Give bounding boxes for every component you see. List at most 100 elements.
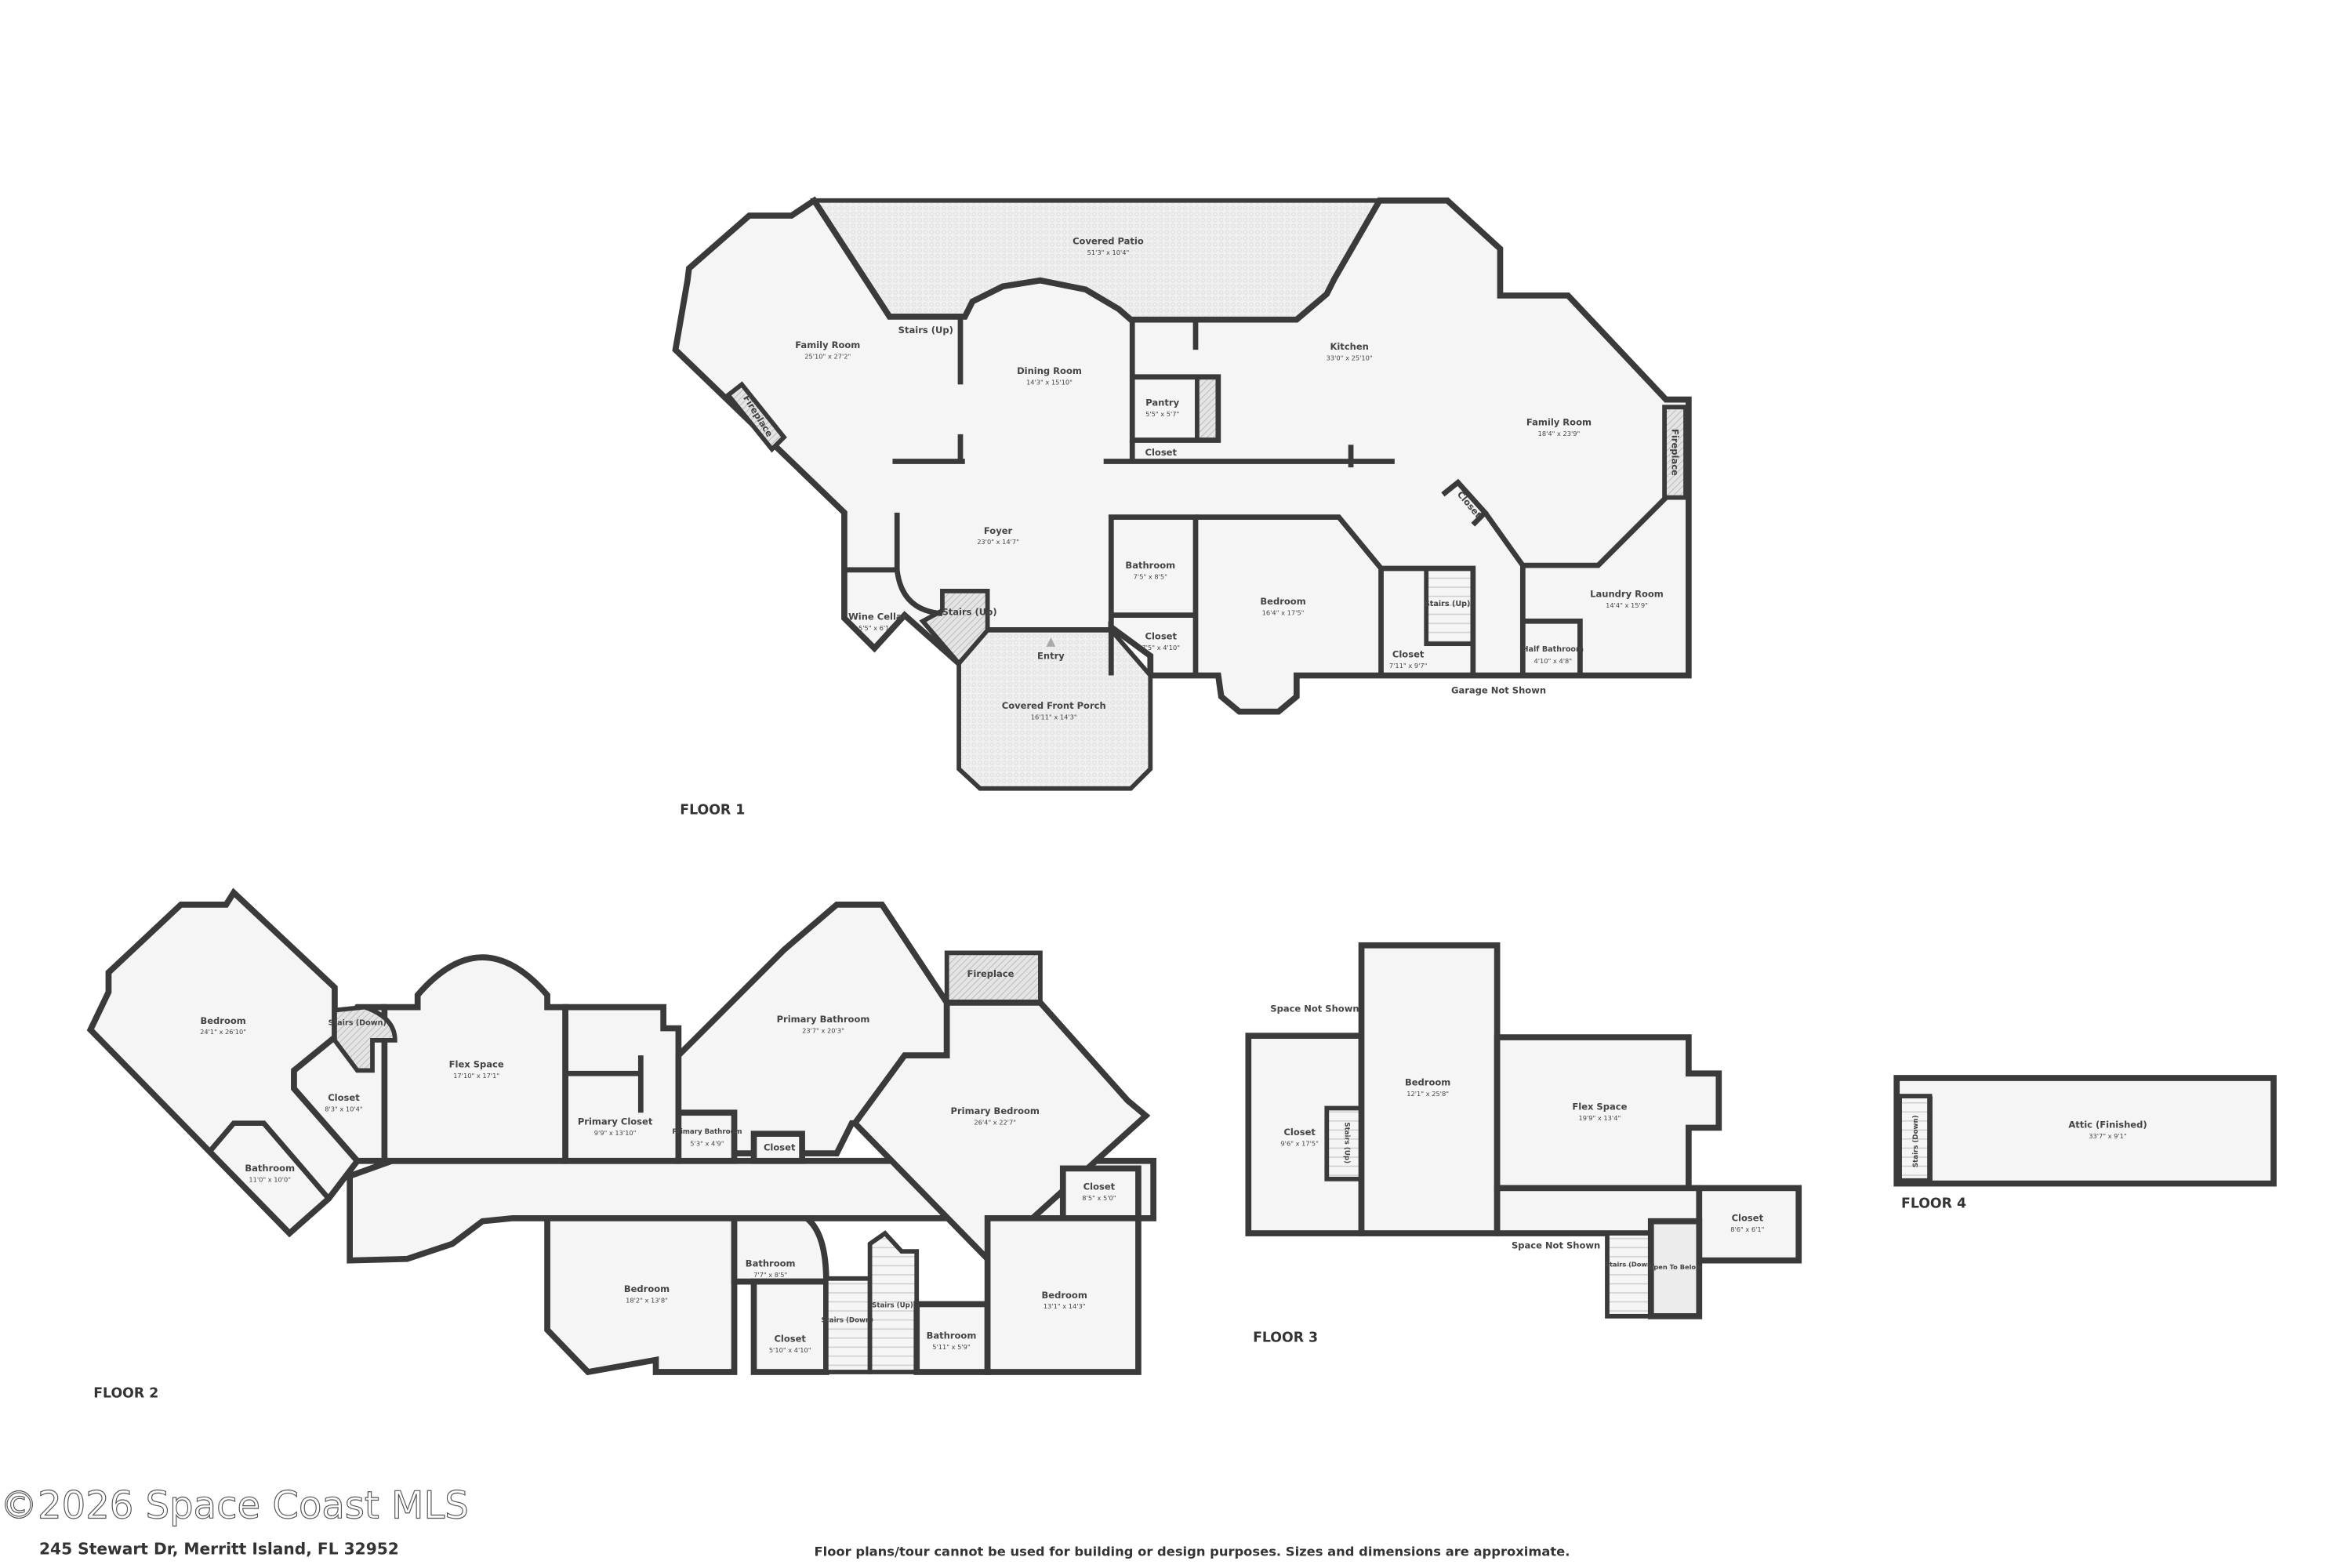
disclaimer: Floor plans/tour cannot be used for buil… bbox=[814, 1544, 1570, 1559]
room-label: Bathroom 11'0" x 10'0" bbox=[245, 1163, 295, 1183]
svg-text:33'0" x 25'10": 33'0" x 25'10" bbox=[1327, 354, 1373, 362]
floor-2-label: FLOOR 2 bbox=[93, 1386, 158, 1402]
svg-text:9'6" x 17'5": 9'6" x 17'5" bbox=[1280, 1140, 1318, 1148]
room-label: Stairs (Up) bbox=[1342, 1122, 1350, 1163]
floor-3-label: FLOOR 3 bbox=[1253, 1330, 1318, 1346]
svg-text:Bedroom: Bedroom bbox=[200, 1015, 245, 1026]
svg-text:25'10" x 27'2": 25'10" x 27'2" bbox=[804, 353, 851, 361]
floor-3: Space Not Shown Bedroom 12'1" x 25'8" Clo… bbox=[1245, 942, 1802, 1346]
svg-text:18'4" x 23'9": 18'4" x 23'9" bbox=[1538, 430, 1581, 437]
svg-text:7'5" x 8'5": 7'5" x 8'5" bbox=[1134, 572, 1167, 580]
room-label: Fireplace bbox=[1670, 429, 1681, 476]
svg-text:Bathroom: Bathroom bbox=[746, 1258, 796, 1269]
flex-space-floor-3 bbox=[1494, 1034, 1722, 1192]
triangle-entry-icon: ▲ bbox=[1046, 634, 1055, 648]
svg-text:17'10" x 17'1": 17'10" x 17'1" bbox=[453, 1072, 499, 1080]
svg-text:Attic (Finished): Attic (Finished) bbox=[2068, 1119, 2147, 1130]
svg-text:Bedroom: Bedroom bbox=[1260, 596, 1305, 607]
svg-text:Bedroom: Bedroom bbox=[1405, 1077, 1450, 1088]
open-to-below bbox=[1647, 1218, 1703, 1319]
room-label: Family Room 25'10" x 27'2" bbox=[795, 339, 860, 360]
svg-text:Closet: Closet bbox=[1083, 1181, 1116, 1192]
svg-text:Bathroom: Bathroom bbox=[245, 1163, 295, 1174]
svg-text:5'11" x 5'9": 5'11" x 5'9" bbox=[932, 1343, 971, 1351]
svg-text:Closet: Closet bbox=[1392, 648, 1425, 659]
svg-text:Family Room: Family Room bbox=[795, 339, 860, 350]
svg-text:5'10" x 4'10": 5'10" x 4'10" bbox=[769, 1346, 811, 1354]
room-label: Stairs (Up) bbox=[1425, 600, 1471, 608]
room-label: Stairs (Down) bbox=[328, 1019, 387, 1028]
room-label: Closet 8'3" x 10'4" bbox=[325, 1092, 363, 1112]
svg-text:Kitchen: Kitchen bbox=[1330, 341, 1368, 352]
svg-text:8'5" x 5'0": 8'5" x 5'0" bbox=[1082, 1194, 1116, 1202]
svg-text:16'4" x 17'5": 16'4" x 17'5" bbox=[1262, 609, 1305, 617]
room-label: Stairs (Up) bbox=[942, 607, 996, 618]
floor-4-label: FLOOR 4 bbox=[1901, 1196, 1966, 1211]
svg-text:Closet: Closet bbox=[328, 1092, 360, 1103]
svg-text:Wine Cellar: Wine Cellar bbox=[848, 611, 907, 622]
svg-text:13'1" x 14'3": 13'1" x 14'3" bbox=[1044, 1302, 1086, 1310]
svg-text:24'1" x 26'10": 24'1" x 26'10" bbox=[200, 1028, 246, 1036]
closet-hall bbox=[750, 1131, 805, 1164]
svg-text:Covered Front Porch: Covered Front Porch bbox=[1002, 700, 1106, 711]
svg-text:18'2" x 13'8": 18'2" x 13'8" bbox=[626, 1297, 668, 1305]
note-space-not-shown: Space Not Shown bbox=[1512, 1240, 1600, 1250]
svg-text:Family Room: Family Room bbox=[1526, 416, 1592, 427]
pantry-hatch bbox=[1195, 374, 1221, 443]
svg-text:23'7" x 20'3": 23'7" x 20'3" bbox=[802, 1026, 844, 1034]
svg-text:Closet: Closet bbox=[1732, 1213, 1764, 1224]
svg-text:Foyer: Foyer bbox=[984, 525, 1013, 536]
svg-text:33'7" x 9'1": 33'7" x 9'1" bbox=[2089, 1132, 2126, 1140]
svg-text:Flex Space: Flex Space bbox=[1572, 1101, 1627, 1112]
flex-space-room bbox=[381, 954, 568, 1164]
stairs-down-floor-3 bbox=[1605, 1231, 1653, 1319]
svg-text:Pantry: Pantry bbox=[1145, 397, 1179, 408]
svg-text:Laundry Room: Laundry Room bbox=[1590, 589, 1664, 600]
stairs-foyer bbox=[919, 588, 990, 667]
bedroom-south-east bbox=[984, 1215, 1142, 1375]
svg-text:Bathroom: Bathroom bbox=[1125, 560, 1175, 571]
svg-text:Primary Bedroom: Primary Bedroom bbox=[951, 1105, 1040, 1116]
floor-2: Bedroom 24'1" x 26'10" Stairs (Down) Flex… bbox=[86, 887, 1156, 1402]
room-label: Family Room 18'4" x 23'9" bbox=[1526, 416, 1592, 437]
svg-text:5'5" x 6'10": 5'5" x 6'10" bbox=[858, 624, 896, 632]
svg-text:Bedroom: Bedroom bbox=[1042, 1290, 1087, 1301]
svg-text:19'9" x 13'4": 19'9" x 13'4" bbox=[1579, 1114, 1621, 1122]
svg-text:11'0" x 10'0": 11'0" x 10'0" bbox=[249, 1176, 291, 1184]
bedroom-south-west bbox=[544, 1215, 738, 1376]
note-space-not-shown: Space Not Shown bbox=[1270, 1003, 1359, 1014]
room-label: Attic (Finished) 33'7" x 9'1" bbox=[2068, 1119, 2147, 1139]
room-label: Fireplace bbox=[967, 968, 1014, 979]
svg-text:8'6" x 6'1": 8'6" x 6'1" bbox=[1730, 1225, 1764, 1233]
svg-text:5'3" x 4'9": 5'3" x 4'9" bbox=[690, 1140, 724, 1148]
primary-bathroom-small bbox=[675, 1109, 738, 1164]
svg-text:8'3" x 10'4": 8'3" x 10'4" bbox=[325, 1105, 363, 1112]
fireplace-left bbox=[724, 381, 787, 453]
room-label: Bedroom 24'1" x 26'10" bbox=[200, 1015, 246, 1036]
svg-text:7'11" x 9'7": 7'11" x 9'7" bbox=[1389, 662, 1428, 670]
floor-1-label: FLOOR 1 bbox=[680, 802, 745, 818]
svg-text:12'1" x 25'8": 12'1" x 25'8" bbox=[1406, 1090, 1449, 1098]
room-label: Stairs (Down) bbox=[821, 1317, 873, 1325]
room-label: Stairs (Down) bbox=[1605, 1260, 1655, 1268]
room-label: Flex Space 19'9" x 13'4" bbox=[1572, 1101, 1627, 1121]
room-label: Bedroom 18'2" x 13'8" bbox=[624, 1283, 670, 1304]
svg-text:Bedroom: Bedroom bbox=[624, 1283, 670, 1294]
svg-text:26'4" x 22'7": 26'4" x 22'7" bbox=[974, 1119, 1016, 1127]
svg-text:51'3" x 10'4": 51'3" x 10'4" bbox=[1087, 249, 1130, 256]
room-label: Closet bbox=[764, 1142, 796, 1152]
